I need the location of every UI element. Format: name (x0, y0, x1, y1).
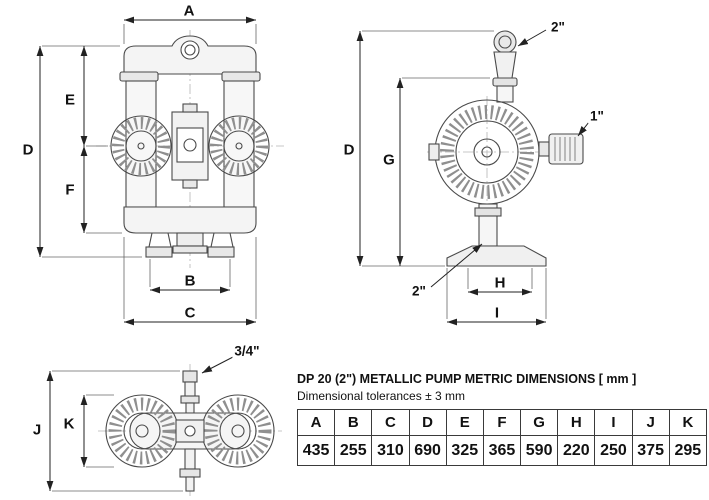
table-value-cell: 435 (296, 435, 336, 466)
table-value-cell: 375 (631, 435, 670, 466)
dim-label-c: C (182, 304, 198, 322)
table-header-cell: C (371, 409, 410, 436)
table-header-cell: J (631, 409, 670, 436)
dim-label-e: E (62, 91, 78, 109)
table-header-cell: I (594, 409, 633, 436)
front-center-body (171, 103, 209, 189)
dim-label-a: A (181, 2, 197, 20)
callout-1in-side: 1" (588, 108, 606, 124)
side-callout-leaders (430, 29, 590, 288)
table-header-cell: B (334, 409, 373, 436)
front-right-foot (207, 246, 235, 258)
table-value-cell: 310 (371, 435, 410, 466)
side-base (446, 245, 547, 267)
table-value-cell: 325 (445, 435, 484, 466)
dim-label-g: G (381, 151, 397, 169)
side-top-port (492, 30, 518, 103)
leader-2in-bottom (430, 243, 483, 288)
table-value-row: 435 255 310 690 325 365 590 220 250 375 … (296, 435, 708, 466)
table-header-cell: D (408, 409, 447, 436)
callout-2in-top: 2" (549, 19, 567, 35)
table-value-cell: 255 (334, 435, 373, 466)
leader-2in-top (517, 29, 547, 47)
dimensions-table-block: DP 20 (2") METALLIC PUMP METRIC DIMENSIO… (296, 372, 708, 466)
front-top-manifold (119, 35, 261, 82)
front-top-port (180, 40, 200, 60)
table-header-cell: A (296, 409, 336, 436)
dim-label-i: I (492, 304, 502, 322)
table-subtitle: Dimensional tolerances ± 3 mm (297, 389, 465, 403)
front-bottom-manifold (123, 206, 257, 258)
dim-label-f: F (63, 181, 77, 199)
side-dimension-lines (356, 30, 547, 326)
top-dimension-lines (46, 356, 234, 492)
table-value-cell: 590 (520, 435, 559, 466)
table-header-cell: H (557, 409, 596, 436)
front-view-drawing (36, 16, 284, 326)
dim-label-k: K (61, 415, 77, 433)
front-dimension-lines (36, 16, 257, 326)
table-header-cell: K (668, 409, 708, 436)
table-value-cell: 250 (594, 435, 633, 466)
leader-34in (201, 356, 234, 374)
callout-34in: 3/4" (232, 343, 262, 359)
dim-label-d-front: D (20, 141, 36, 159)
table-value-cell: 220 (557, 435, 596, 466)
dimensions-table: A B C D E F G H I J K 435 255 310 690 32… (296, 409, 708, 466)
table-value-cell: 295 (668, 435, 708, 466)
table-header-cell: F (482, 409, 522, 436)
top-air-port (180, 370, 200, 414)
top-view-drawing (46, 356, 282, 496)
side-muffler (538, 133, 584, 165)
side-view-drawing (356, 29, 590, 326)
dim-label-j: J (30, 421, 44, 439)
front-chambers (110, 80, 270, 208)
table-value-cell: 690 (408, 435, 447, 466)
front-left-foot (145, 246, 173, 258)
dim-label-b: B (182, 272, 198, 290)
callout-2in-bottom: 2" (410, 283, 428, 299)
leader-1in (577, 121, 590, 137)
top-outlet (179, 448, 201, 492)
table-value-cell: 365 (482, 435, 522, 466)
dim-label-h: H (492, 274, 508, 292)
table-header-row: A B C D E F G H I J K (296, 409, 708, 436)
table-title: DP 20 (2") METALLIC PUMP METRIC DIMENSIO… (297, 372, 637, 386)
top-body (105, 394, 275, 468)
table-header-cell: G (520, 409, 559, 436)
table-header-cell: E (445, 409, 484, 436)
dim-label-d-side: D (341, 141, 357, 159)
side-bottom-port (446, 203, 547, 267)
